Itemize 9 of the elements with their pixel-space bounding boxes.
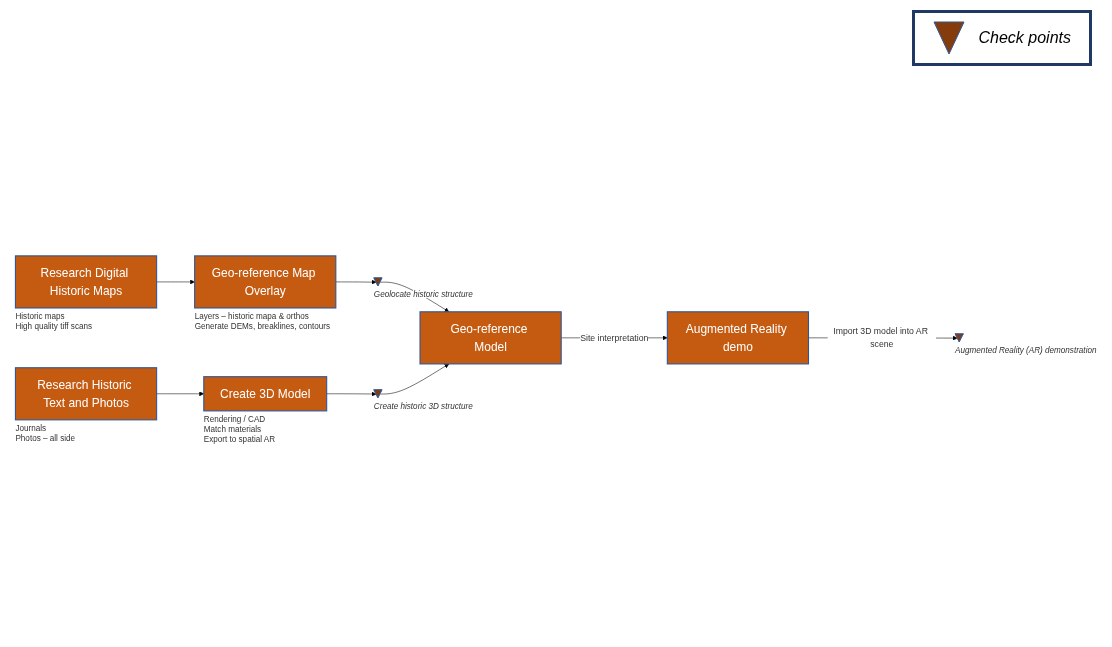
node-box: Research Digital Historic Maps bbox=[14, 255, 158, 309]
node-box: Geo-reference Map Overlay bbox=[194, 255, 337, 309]
edge-label: Site interpretation bbox=[580, 332, 649, 343]
node-box: Research Historic Text and Photos bbox=[14, 367, 158, 421]
node-box: Augmented Reality demo bbox=[666, 311, 810, 365]
node-box: Geo-reference Model bbox=[419, 311, 562, 365]
node-box: Create 3D Model bbox=[203, 376, 328, 412]
legend-text: Check points bbox=[978, 29, 1071, 47]
edge-label: Import 3D model into AR scene bbox=[833, 326, 928, 349]
